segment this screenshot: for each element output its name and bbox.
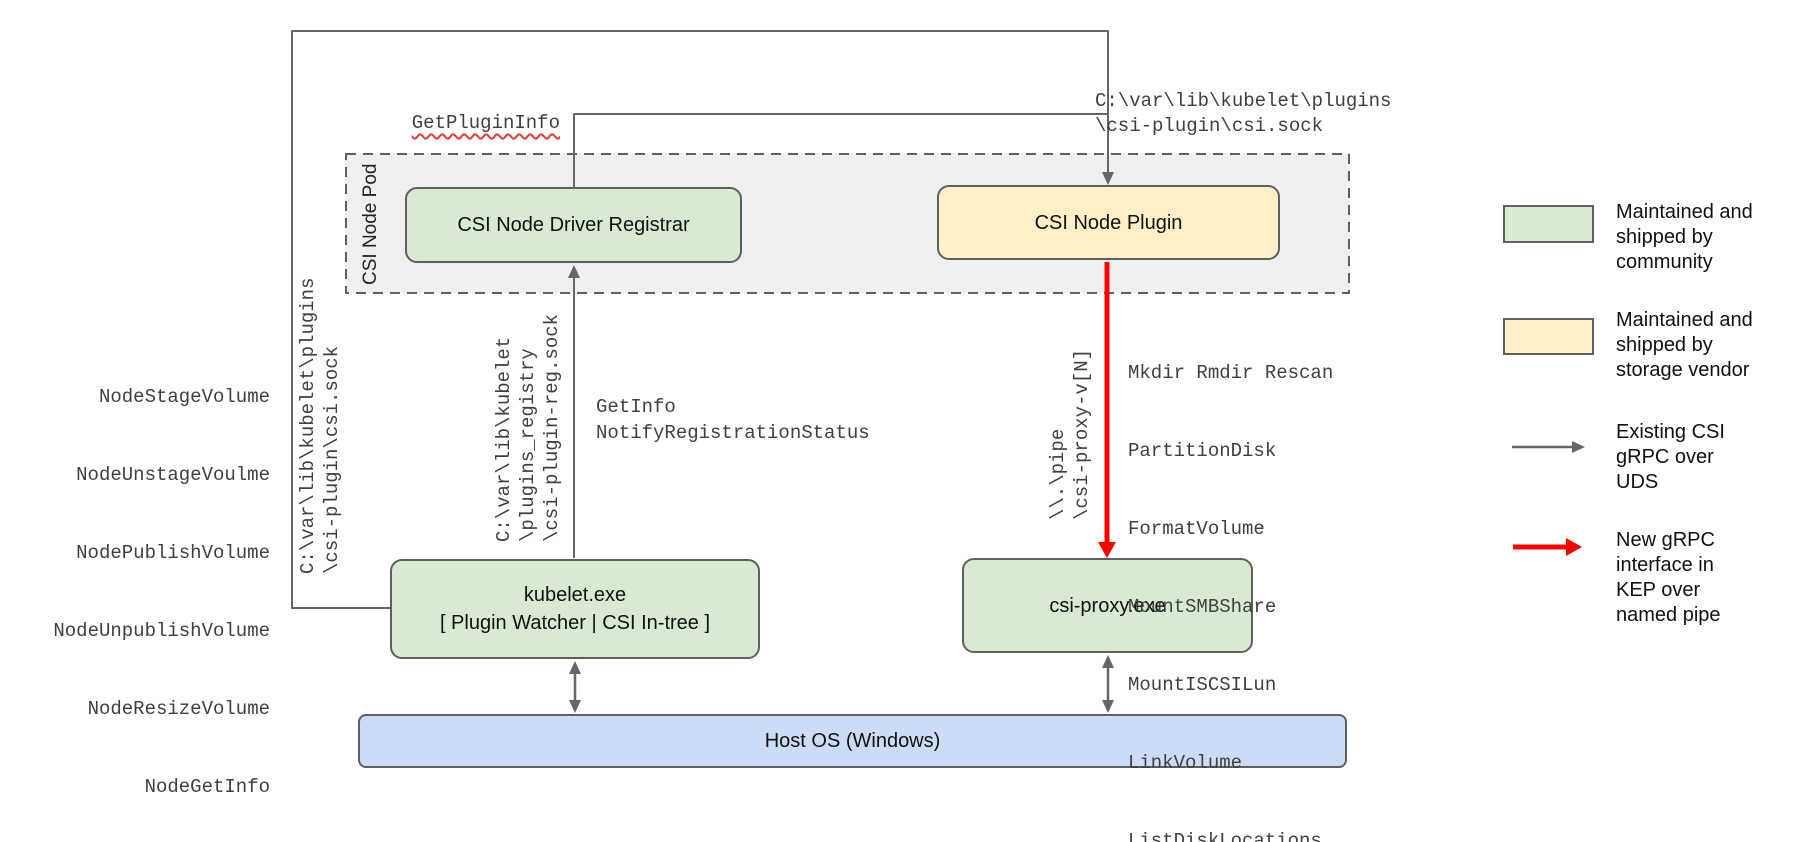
registration-api-label: GetInfo NotifyRegistrationStatus xyxy=(596,396,870,444)
node-methods-list: NodeStageVolume NodeUnstageVoulme NodePu… xyxy=(30,332,270,842)
legend-vendor-swatch xyxy=(1503,318,1594,355)
legend-community-swatch xyxy=(1503,205,1594,243)
kubelet-subtitle: [ Plugin Watcher | CSI In-tree ] xyxy=(439,612,711,634)
list-item: NodeUnpublishVolume xyxy=(53,620,270,642)
legend-community-text: Maintained and shipped by community xyxy=(1616,201,1753,273)
csi-node-pod-label: CSI Node Pod xyxy=(360,163,381,285)
legend-vendor-text: Maintained and shipped by storage vendor xyxy=(1616,309,1753,381)
list-item: PartitionDisk xyxy=(1128,440,1277,462)
proxy-methods-list: Mkdir Rmdir Rescan PartitionDisk FormatV… xyxy=(1128,308,1333,842)
list-item: MountSMBShare xyxy=(1128,596,1277,618)
csi-node-plugin-label: CSI Node Plugin xyxy=(1034,211,1183,234)
getplugininfo-label: GetPluginInfo xyxy=(411,112,560,134)
registry-sock-path-vertical-label: C:\var\lib\kubelet \plugins_registry \cs… xyxy=(493,313,563,542)
csi-node-plugin-box: CSI Node Plugin xyxy=(937,185,1280,260)
csi-sock-path-vertical-label: C:\var\lib\kubelet\plugins \csi-plugin\c… xyxy=(297,277,343,574)
list-item: NodeStageVolume xyxy=(98,386,270,408)
host-os-label: Host OS (Windows) xyxy=(764,730,941,752)
kubelet-box: kubelet.exe [ Plugin Watcher | CSI In-tr… xyxy=(390,559,760,659)
list-item: Mkdir Rmdir Rescan xyxy=(1128,362,1334,384)
list-item: FormatVolume xyxy=(1128,518,1265,540)
list-item: NodeUnstageVoulme xyxy=(76,464,270,486)
legend-new-grpc-text: New gRPC interface in KEP over named pip… xyxy=(1616,529,1721,626)
list-item: LinkVolume xyxy=(1128,752,1243,774)
csi-sock-path-label: C:\var\lib\kubelet\plugins \csi-plugin\c… xyxy=(1095,90,1392,137)
list-item: NodeResizeVolume xyxy=(87,698,270,720)
legend-existing-grpc-text: Existing CSI gRPC over UDS xyxy=(1616,421,1725,493)
list-item: NodePublishVolume xyxy=(76,542,270,564)
list-item: ListDiskLocations xyxy=(1128,830,1322,842)
list-item: MountISCSILun xyxy=(1128,674,1277,696)
csi-node-driver-registrar-box: CSI Node Driver Registrar xyxy=(405,187,742,263)
kubelet-title: kubelet.exe xyxy=(523,584,627,606)
list-item: NodeGetInfo xyxy=(144,776,270,798)
csi-node-driver-registrar-label: CSI Node Driver Registrar xyxy=(457,214,690,236)
host-os-box: Host OS (Windows) xyxy=(358,714,1347,768)
named-pipe-vertical-label: \\.\pipe \csi-proxy-v[N] xyxy=(1047,348,1093,520)
